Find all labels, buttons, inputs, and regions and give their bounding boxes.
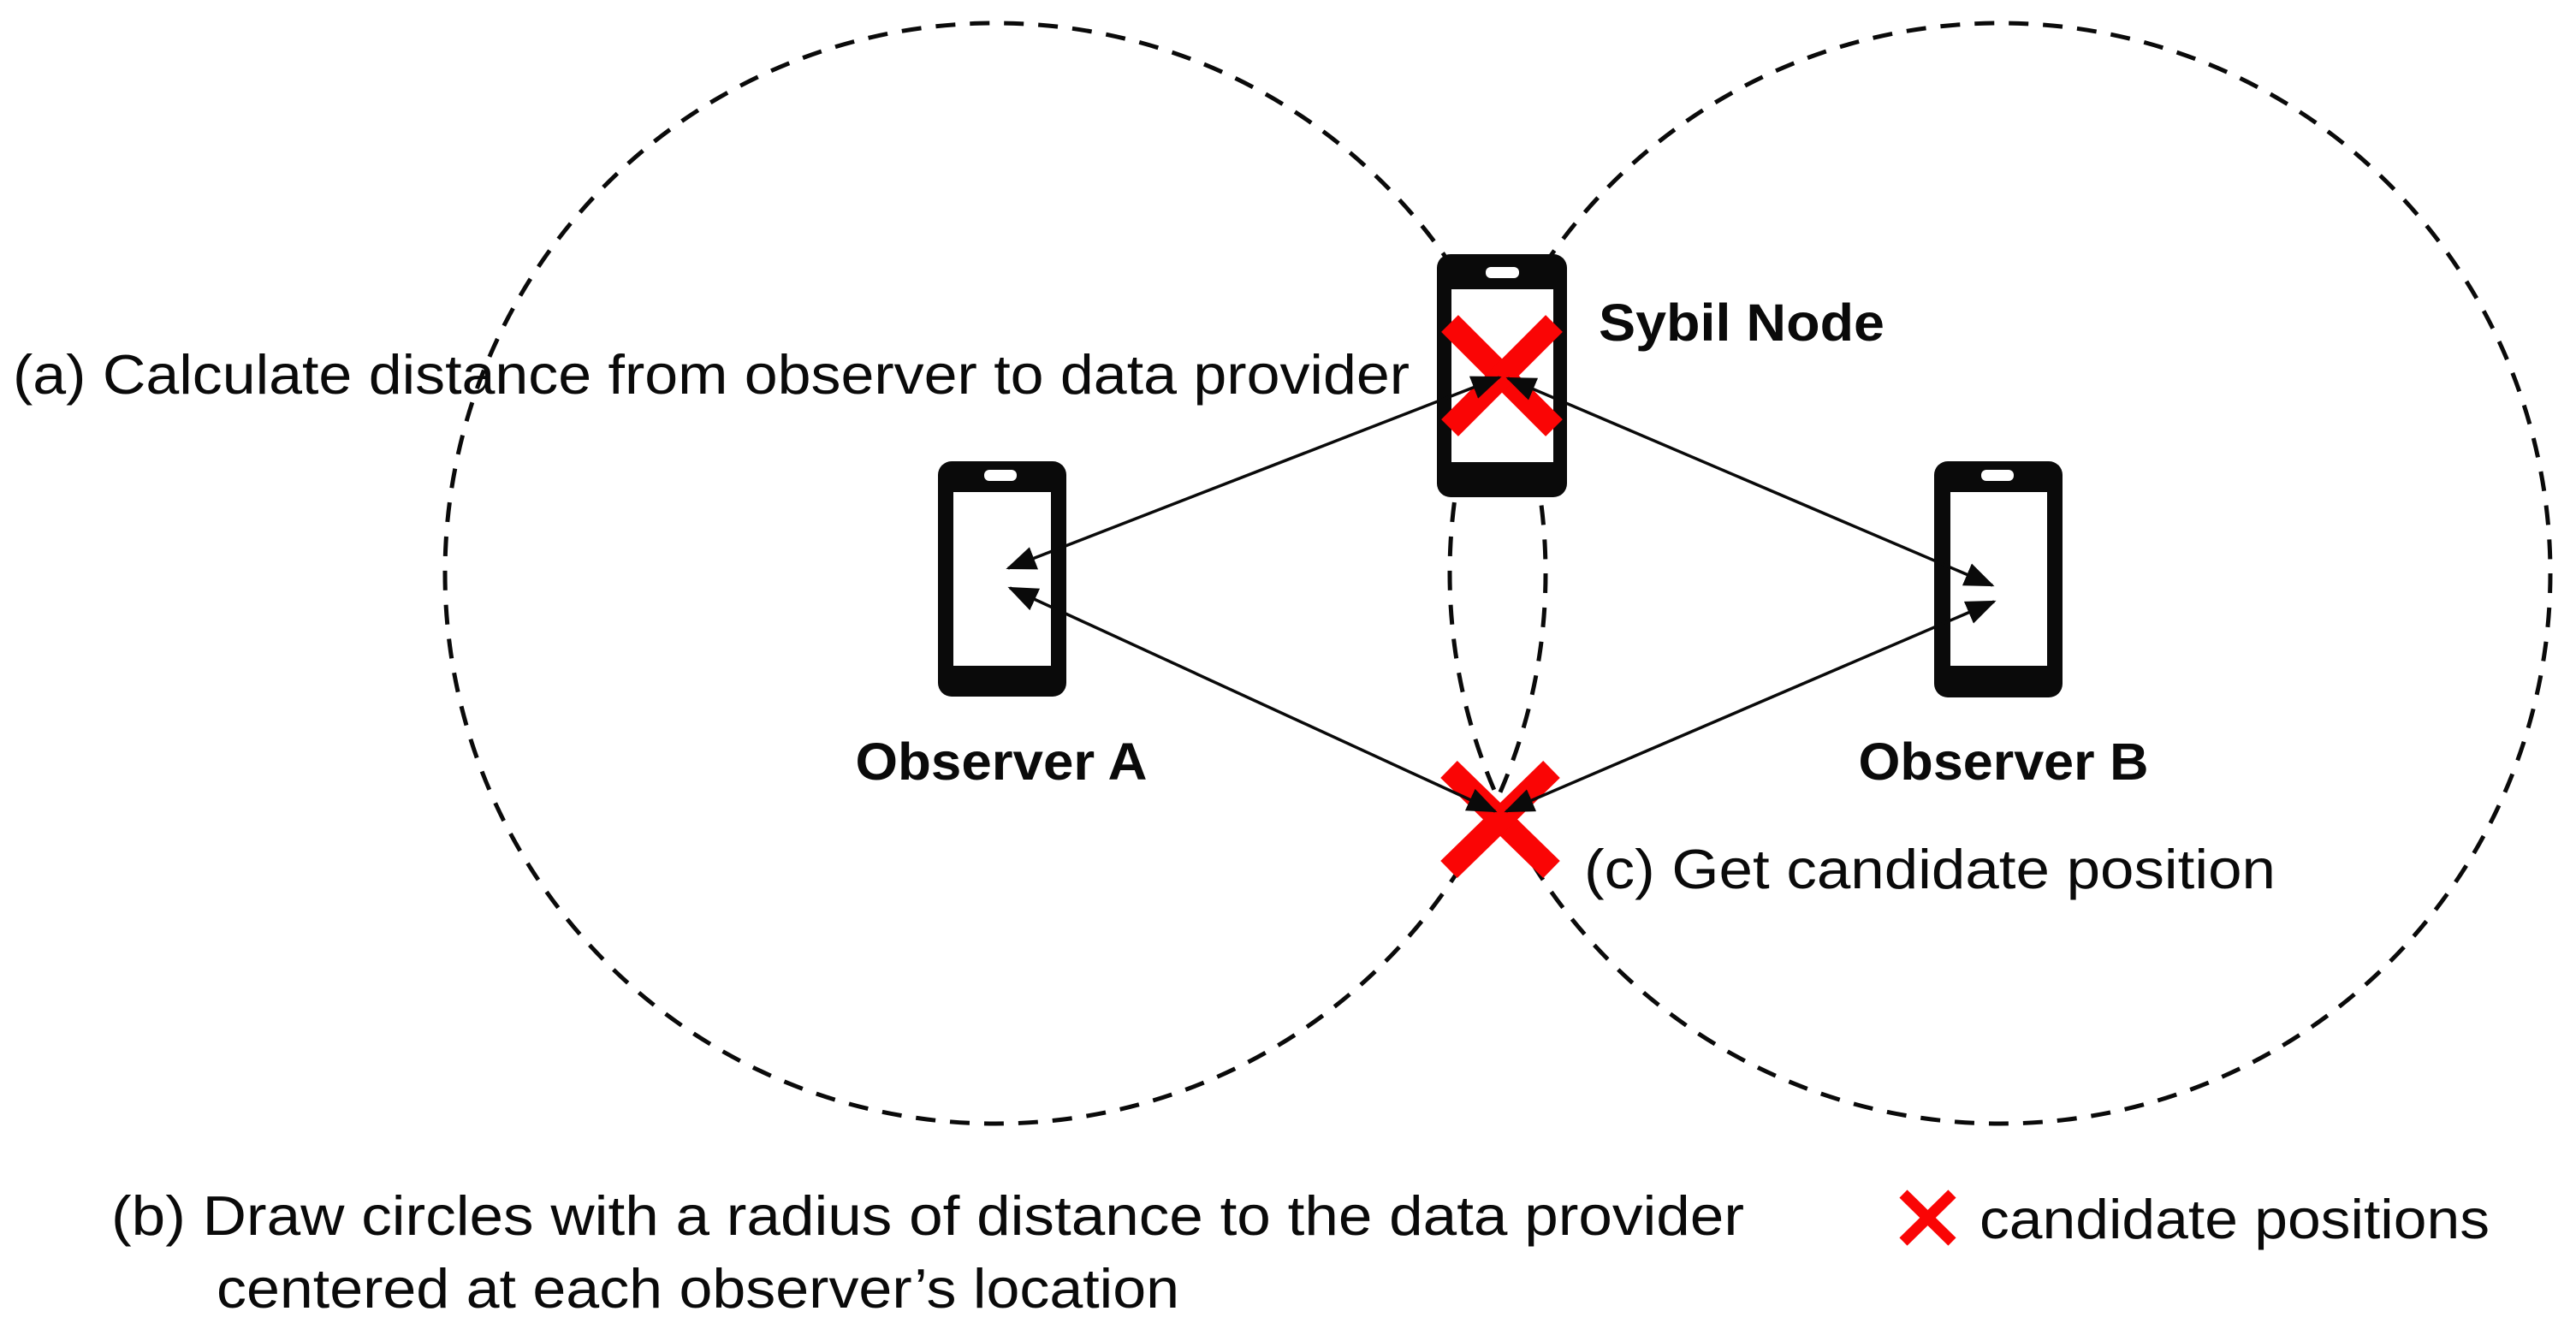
label-observer-a: Observer A: [856, 733, 1148, 791]
arrow-observer-a-candidate: [1007, 586, 1498, 813]
observer-b-phone-icon: [1934, 461, 2063, 697]
phone-screen: [1950, 492, 2047, 666]
bottom-candidate-x-icon: [1440, 760, 1560, 879]
phone-screen: [953, 492, 1051, 666]
phone-speaker-icon: [1981, 470, 2014, 481]
annotation-step-b-line2: centered at each observer’s location: [217, 1257, 1179, 1320]
phone-speaker-icon: [1486, 267, 1519, 278]
annotation-step-c: (c) Get candidate position: [1584, 838, 2276, 900]
legend-x-icon: [1899, 1190, 1956, 1246]
arrow-observer-b-sybil: [1505, 377, 1995, 587]
label-observer-b: Observer B: [1859, 733, 2149, 791]
annotation-step-a: (a) Calculate distance from observer to …: [13, 343, 1410, 406]
arrow-observer-a-sybil: [1006, 376, 1502, 570]
observer-a-phone-icon: [938, 461, 1066, 697]
phone-speaker-icon: [984, 470, 1017, 481]
annotation-step-b-line1: (b) Draw circles with a radius of distan…: [111, 1184, 1744, 1247]
arrow-observer-b-candidate: [1504, 600, 1997, 813]
label-sybil-node: Sybil Node: [1599, 294, 1885, 352]
legend-label: candidate positions: [1979, 1188, 2490, 1250]
observer-b-range-circle: [1447, 21, 2553, 1126]
